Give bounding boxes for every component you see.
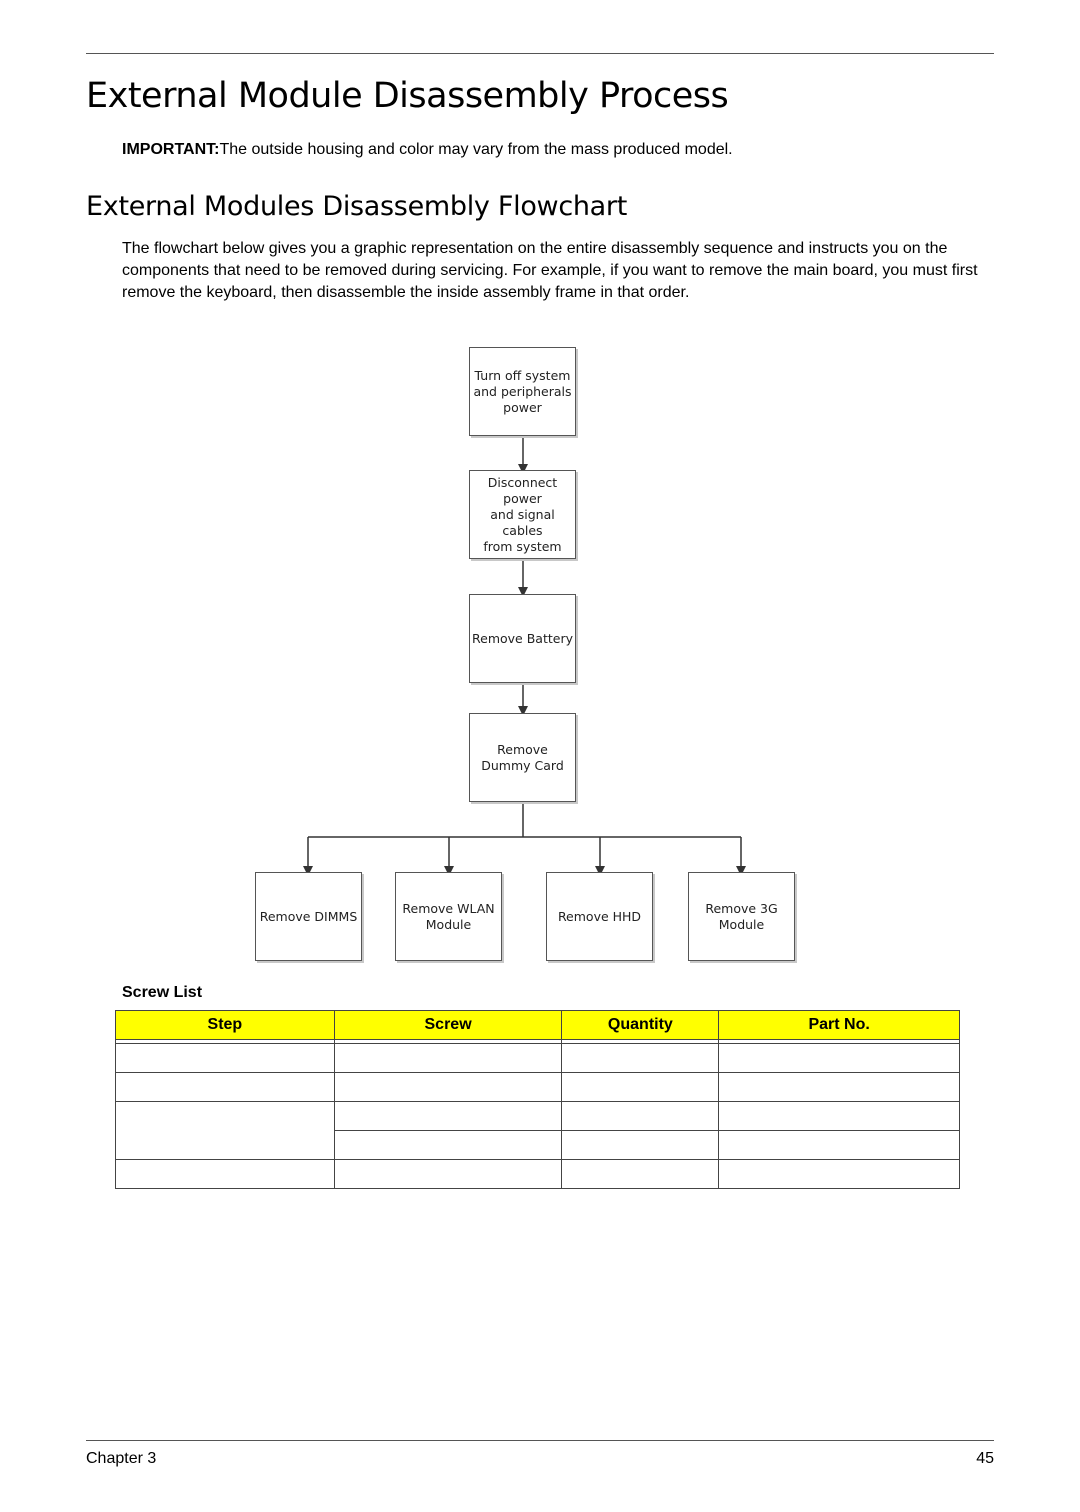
important-note: IMPORTANT:The outside housing and color …: [122, 141, 733, 159]
header-part-no: Part No.: [718, 1010, 960, 1040]
screw-table-header-row: Step Screw Quantity Part No.: [115, 1010, 960, 1040]
flow-step-remove-dummy-card: Remove Dummy Card: [469, 713, 576, 802]
flow-step-disconnect-cables: Disconnect power and signal cables from …: [469, 470, 576, 559]
flow-branch-remove-3g: Remove 3G Module: [688, 872, 795, 961]
flow-step-power-off: Turn off system and peripherals power: [469, 347, 576, 436]
footer-chapter: Chapter 3: [86, 1450, 157, 1467]
table-row: [116, 1130, 960, 1160]
flow-branch-remove-wlan: Remove WLAN Module: [395, 872, 502, 961]
table-row: [115, 1072, 960, 1102]
flow-step-remove-battery: Remove Battery: [469, 594, 576, 683]
screw-list-title: Screw List: [122, 984, 203, 1001]
header-screw: Screw: [333, 1010, 563, 1040]
flowchart-connectors: [303, 436, 746, 876]
important-label: IMPORTANT:: [122, 141, 220, 158]
section-title: External Modules Disassembly Flowchart: [86, 191, 628, 222]
flow-branch-remove-dimms: Remove DIMMS: [255, 872, 362, 961]
table-row: [115, 1101, 960, 1160]
screw-list-table: Step Screw Quantity Part No.: [115, 1010, 960, 1189]
bottom-rule: [86, 1440, 994, 1441]
page-title: External Module Disassembly Process: [86, 76, 729, 116]
header-step: Step: [115, 1010, 335, 1040]
intro-paragraph: The flowchart below gives you a graphic …: [122, 240, 978, 301]
table-row: [115, 1159, 960, 1189]
header-quantity: Quantity: [561, 1010, 720, 1040]
table-row: [115, 1043, 960, 1073]
top-rule: [86, 53, 994, 54]
flow-branch-remove-hhd: Remove HHD: [546, 872, 653, 961]
important-text: The outside housing and color may vary f…: [219, 141, 733, 158]
footer-page-number: 45: [976, 1450, 994, 1467]
